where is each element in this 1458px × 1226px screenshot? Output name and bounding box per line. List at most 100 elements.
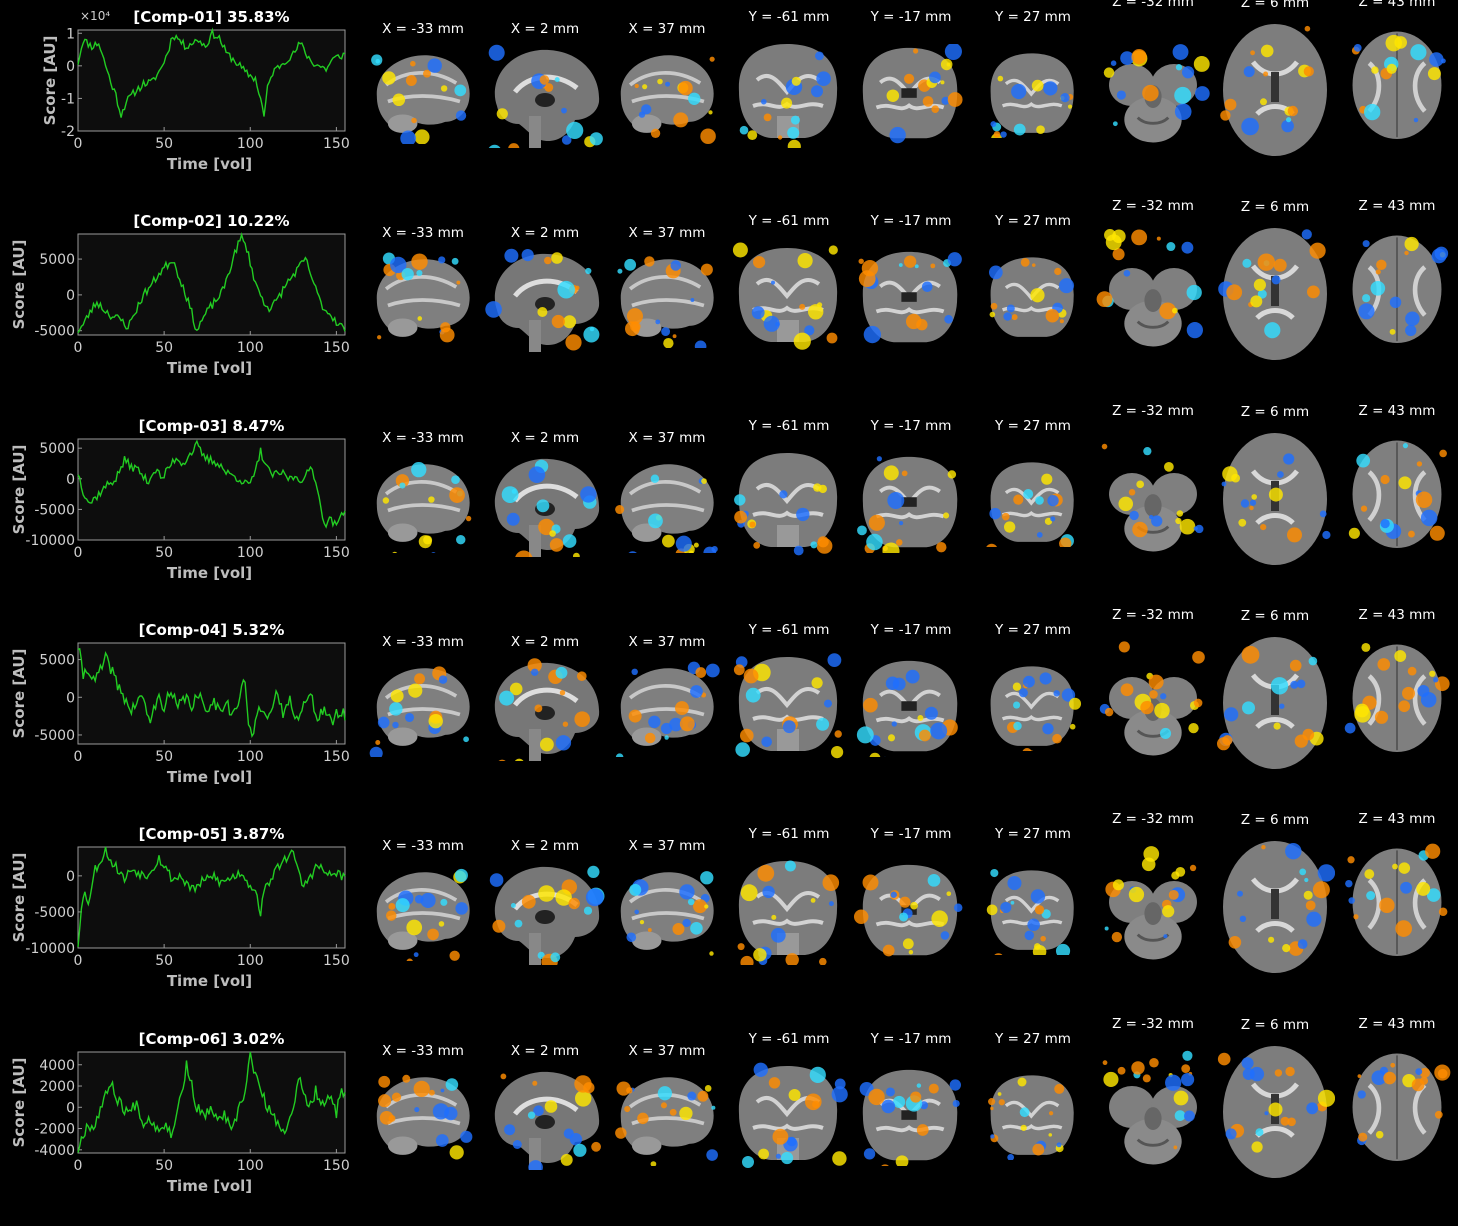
coronal-brain-anatomy	[863, 456, 957, 546]
brain-slice-image	[729, 36, 849, 148]
axial-brain-anatomy	[1223, 24, 1327, 156]
brain-slice-image	[607, 661, 727, 757]
x-tick-label: 150	[323, 136, 350, 152]
x-tick-label: 0	[74, 1158, 83, 1174]
x-tick-label: 100	[237, 1158, 264, 1174]
slice-coordinate-label: Y = 27 mm	[973, 622, 1093, 638]
y-tick-label: -5000	[34, 728, 75, 744]
brain-slice-image	[729, 445, 849, 557]
axial-slice-panel: Z = 43 mm	[1337, 817, 1457, 1017]
component-title: [Comp-06] 3.02%	[139, 1030, 285, 1048]
sagittal-slice-panel: X = 2 mm	[485, 817, 605, 1017]
y-tick-label: 5000	[39, 252, 75, 268]
slice-coordinate-label: X = 37 mm	[607, 1043, 727, 1059]
brain-slice-image	[973, 254, 1093, 342]
brain-slice-image	[851, 44, 971, 144]
slice-coordinate-label: Y = -17 mm	[851, 418, 971, 434]
coronal-slice-panel: Y = 27 mm	[973, 204, 1093, 404]
brain-slice-image	[1093, 22, 1213, 152]
axial-slice-panel: Z = -32 mm	[1093, 204, 1213, 404]
y-axis-label: Score [AU]	[10, 853, 28, 943]
x-tick-label: 100	[237, 749, 264, 765]
coronal-slice-panel: Y = -61 mm	[729, 1022, 849, 1222]
brain-slice-image	[1337, 1048, 1457, 1174]
brain-slice-image	[485, 657, 605, 761]
axial-slice-panel: Z = -32 mm	[1093, 613, 1213, 813]
slice-coordinate-label: X = -33 mm	[363, 838, 483, 854]
slice-coordinate-label: Z = -32 mm	[1093, 0, 1213, 10]
y-tick-label: 2000	[39, 1079, 75, 1095]
brain-slice-image	[1093, 226, 1213, 356]
y-tick-label: -2	[61, 124, 75, 140]
slice-coordinate-label: Y = -61 mm	[729, 1031, 849, 1047]
brain-slice-image	[1215, 837, 1335, 977]
coronal-slice-panel: Y = -17 mm	[851, 204, 971, 404]
slice-coordinate-label: Z = -32 mm	[1093, 1016, 1213, 1032]
slice-coordinate-label: Z = 43 mm	[1337, 403, 1457, 419]
y-tick-label: 0	[66, 1100, 75, 1116]
slice-coordinate-label: X = -33 mm	[363, 225, 483, 241]
plot-area	[78, 234, 345, 335]
sagittal-slice-panel: X = -33 mm	[363, 817, 483, 1017]
brain-slice-image	[363, 1070, 483, 1166]
sagittal-slice-panel: X = 37 mm	[607, 409, 727, 609]
slice-coordinate-label: Y = -17 mm	[851, 622, 971, 638]
coronal-slice-panel: Y = 27 mm	[973, 613, 1093, 813]
component-title: [Comp-05] 3.87%	[139, 825, 285, 843]
brain-slice-image	[607, 457, 727, 553]
x-tick-label: 50	[155, 340, 173, 356]
y-tick-label: -5000	[34, 905, 75, 921]
slice-coordinate-label: Z = 6 mm	[1215, 404, 1335, 420]
y-tick-label: 4000	[39, 1057, 75, 1073]
slice-coordinate-label: X = 2 mm	[485, 225, 605, 241]
axial-slice-panel: Z = -32 mm	[1093, 0, 1213, 200]
x-tick-label: 100	[237, 953, 264, 969]
x-axis-label: Time [vol]	[167, 564, 252, 582]
sagittal-brain-anatomy	[621, 464, 714, 542]
slice-coordinate-label: Z = 43 mm	[1337, 607, 1457, 623]
coronal-slice-panel: Y = 27 mm	[973, 817, 1093, 1017]
slice-coordinate-label: X = -33 mm	[363, 430, 483, 446]
brain-slice-image	[485, 248, 605, 352]
axial-slice-panel: Z = 43 mm	[1337, 0, 1457, 200]
plot-area	[78, 643, 345, 744]
coronal-slice-panel: Y = -17 mm	[851, 409, 971, 609]
sagittal-slice-panel: X = 37 mm	[607, 0, 727, 200]
brain-slice-image	[363, 48, 483, 144]
sagittal-slice-panel: X = 37 mm	[607, 817, 727, 1017]
coronal-slice-panel: Y = -17 mm	[851, 817, 971, 1017]
x-tick-label: 100	[237, 340, 264, 356]
coronal-slice-panel: Y = -17 mm	[851, 0, 971, 200]
brain-slice-image	[851, 861, 971, 961]
coronal-slice-panel: Y = 27 mm	[973, 1022, 1093, 1222]
brain-slice-image	[729, 1058, 849, 1170]
y-tick-label: 1	[66, 26, 75, 42]
brain-slice-image	[851, 657, 971, 757]
brain-slice-image	[1337, 843, 1457, 969]
axial-brain-anatomy	[1109, 268, 1197, 346]
x-tick-label: 50	[155, 136, 173, 152]
brain-slice-image	[363, 457, 483, 553]
x-tick-label: 150	[323, 340, 350, 356]
y-tick-label: 5000	[39, 652, 75, 668]
slice-coordinate-label: Y = -17 mm	[851, 1031, 971, 1047]
y-tick-label: 0	[66, 471, 75, 487]
brain-slice-image	[973, 867, 1093, 955]
sagittal-slice-panel: X = 2 mm	[485, 204, 605, 404]
coronal-slice-panel: Y = -61 mm	[729, 204, 849, 404]
x-axis-label: Time [vol]	[167, 768, 252, 786]
slice-coordinate-label: Z = 6 mm	[1215, 0, 1335, 11]
component-title: [Comp-01] 35.83%	[133, 8, 289, 26]
y-axis-label: Score [AU]	[10, 240, 28, 330]
coronal-slice-panel: Y = -17 mm	[851, 1022, 971, 1222]
slice-coordinate-label: Y = 27 mm	[973, 418, 1093, 434]
sagittal-brain-anatomy	[495, 50, 599, 148]
slice-coordinate-label: Y = 27 mm	[973, 213, 1093, 229]
brain-slice-image	[851, 453, 971, 553]
